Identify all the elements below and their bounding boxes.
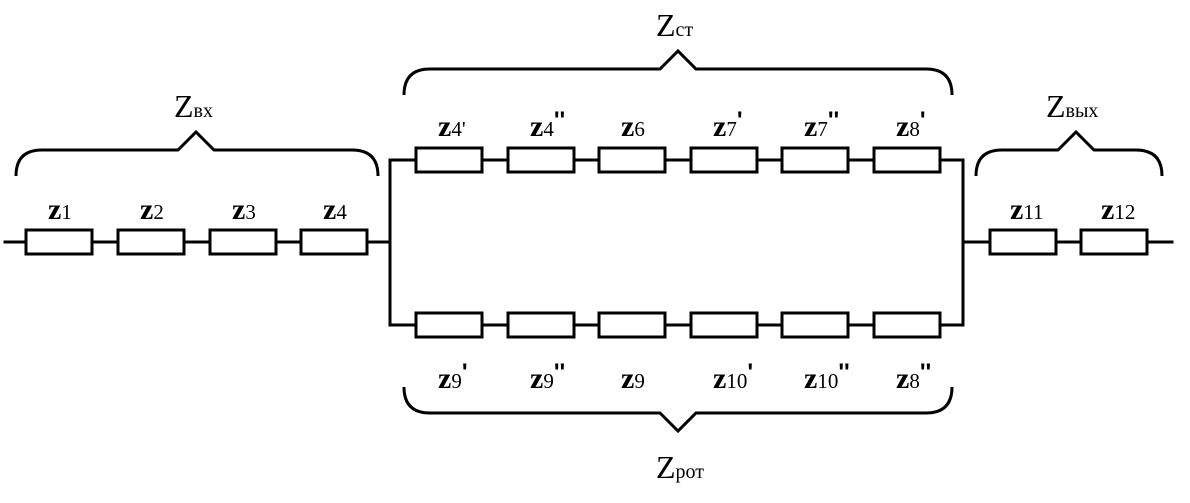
stator-brace bbox=[402, 48, 954, 96]
resistor-stator-5 bbox=[780, 146, 850, 174]
resistor-stator-2 bbox=[506, 146, 576, 174]
resistor-rotor-4 bbox=[689, 311, 759, 339]
resistor-z12 bbox=[1079, 228, 1149, 256]
label-stator-5: z7'' bbox=[804, 107, 839, 143]
output-brace bbox=[974, 129, 1164, 177]
output-group-sub: вых bbox=[1066, 100, 1099, 122]
rotor-brace bbox=[402, 386, 954, 434]
resistor-stator-4 bbox=[689, 146, 759, 174]
rotor-group-label: Zрот bbox=[656, 449, 704, 485]
resistor-stator-1 bbox=[414, 146, 484, 174]
output-group-letter: Z bbox=[1046, 88, 1066, 124]
label-stator-4: z7' bbox=[713, 107, 743, 143]
label-z1: z1 bbox=[48, 193, 72, 226]
input-resistors bbox=[24, 228, 369, 256]
label-rotor-4: z10' bbox=[713, 359, 753, 395]
input-brace bbox=[14, 129, 380, 177]
label-rotor-2: z9'' bbox=[530, 359, 565, 395]
stator-group-letter: Z bbox=[656, 7, 676, 43]
label-stator-6: z8' bbox=[896, 107, 926, 143]
label-stator-2: z4'' bbox=[530, 107, 565, 143]
resistor-z11 bbox=[988, 228, 1058, 256]
resistor-z3 bbox=[208, 228, 278, 256]
rotor-resistors bbox=[414, 311, 942, 339]
input-group-label: Zвх bbox=[174, 88, 213, 124]
rotor-group-letter: Z bbox=[656, 449, 676, 485]
label-z4: z4 bbox=[323, 193, 347, 226]
resistor-rotor-1 bbox=[414, 311, 484, 339]
label-stator-1: z4' bbox=[438, 110, 466, 143]
label-z3: z3 bbox=[232, 193, 256, 226]
stator-resistors bbox=[414, 146, 942, 174]
output-resistors bbox=[988, 228, 1149, 256]
resistor-stator-6 bbox=[872, 146, 942, 174]
resistor-z1 bbox=[24, 228, 94, 256]
resistor-rotor-2 bbox=[506, 311, 576, 339]
resistor-rotor-5 bbox=[780, 311, 850, 339]
group-braces bbox=[14, 48, 1164, 434]
resistor-rotor-6 bbox=[872, 311, 942, 339]
input-group-letter: Z bbox=[174, 88, 194, 124]
label-rotor-3: z9 bbox=[621, 362, 645, 395]
stator-group-sub: ст bbox=[676, 19, 694, 41]
rotor-group-sub: рот bbox=[676, 461, 705, 483]
label-stator-3: z6 bbox=[621, 110, 645, 143]
label-z12: z12 bbox=[1101, 193, 1135, 226]
resistor-z2 bbox=[116, 228, 186, 256]
label-z2: z2 bbox=[140, 193, 164, 226]
resistor-z4 bbox=[299, 228, 369, 256]
label-rotor-6: z8'' bbox=[896, 359, 931, 395]
label-z11: z11 bbox=[1010, 193, 1044, 226]
resistor-rotor-3 bbox=[597, 311, 667, 339]
label-rotor-1: z9' bbox=[438, 359, 468, 395]
stator-group-label: Zст bbox=[656, 7, 693, 43]
output-group-label: Zвых bbox=[1046, 88, 1098, 124]
label-rotor-5: z10'' bbox=[804, 359, 850, 395]
input-group-sub: вх bbox=[194, 100, 213, 122]
resistor-stator-3 bbox=[597, 146, 667, 174]
